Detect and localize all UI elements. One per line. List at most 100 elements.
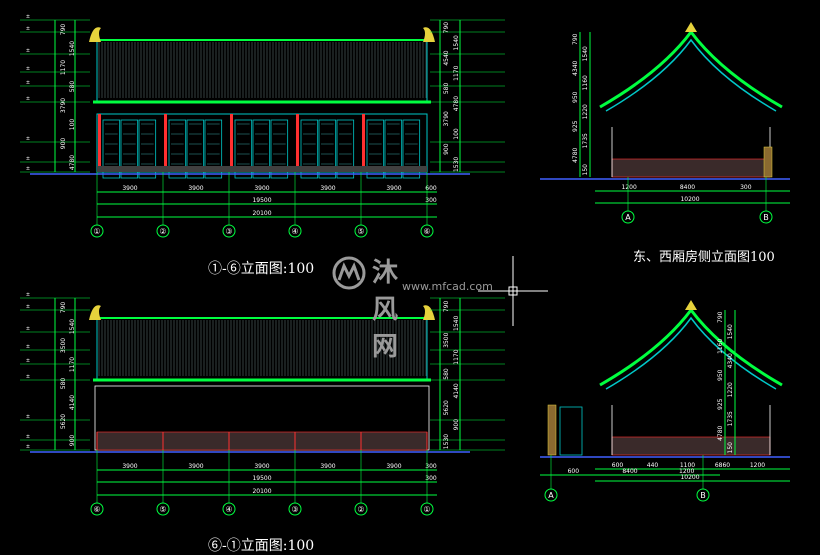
- front-elevation-span-4: 3900: [386, 185, 401, 192]
- rear-elevation-right-dim-3: 1170: [453, 349, 460, 364]
- rear-elevation-axis-1-circle: [156, 502, 170, 516]
- front-elevation-left-dim-3: 580: [69, 81, 76, 93]
- side-elevation-bottom-span-4: 1200: [750, 462, 765, 469]
- side-elevation-bottom-gate: [559, 406, 583, 456]
- rear-elevation-axis-2-label: ④: [225, 505, 232, 514]
- front-elevation-left-dim-4: 3790: [60, 98, 67, 113]
- front-elevation-axis-2-circle: [222, 224, 236, 238]
- watermark-brand: 沐风网: [372, 258, 401, 362]
- side-elevation-title: 东、西厢房侧立面图100: [633, 250, 775, 265]
- side-elevation-top-apex-ornament: [685, 22, 697, 32]
- side-elevation-bottom-pillar: [547, 404, 557, 456]
- front-elevation-level-text: ±: [26, 96, 30, 102]
- front-elevation-axis-3-label: ④: [291, 227, 298, 236]
- side-elevation-top-dim-6: 925: [572, 120, 579, 132]
- rear-elevation-axis-4-circle: [354, 502, 368, 516]
- rear-elevation-end-dim: 300: [425, 463, 437, 470]
- side-elevation-bottom-roof-curve: [599, 307, 783, 387]
- rear-elevation-plinth: [96, 431, 428, 451]
- rear-elevation-axis-0-circle: [90, 502, 104, 516]
- side-elevation-top-axis-0-label: A: [625, 213, 631, 222]
- front-elevation-door-panel: [252, 119, 271, 179]
- rear-elevation-axis-3-label: ③: [291, 505, 298, 514]
- side-elevation-bottom-axis-0-label: A: [548, 491, 554, 500]
- rear-elevation-right-dim-5: 4140: [453, 383, 460, 398]
- rear-elevation-right-dim-6: 5620: [443, 400, 450, 415]
- front-elevation-right-dim-0: 790: [443, 22, 450, 34]
- side-elevation-top-plinth: [611, 158, 771, 178]
- front-elevation-door-panel: [384, 119, 403, 179]
- rear-elevation-right-dim-0: 790: [443, 301, 450, 313]
- side-elevation-bottom-span-3: 6860: [715, 462, 730, 469]
- front-elevation-door-panel: [318, 119, 337, 179]
- rear-elevation-left-dim-0: 790: [60, 302, 67, 314]
- side-elevation-bottom-dim-0: 790: [717, 311, 724, 323]
- rear-elevation-ridge-ornament-left: [89, 305, 101, 320]
- front-elevation-left-dim-2: 1170: [60, 60, 67, 75]
- front-elevation-door-panel: [366, 119, 385, 179]
- front-elevation-level-text: ±: [26, 66, 30, 72]
- rear-elevation-axis-4-label: ②: [357, 505, 364, 514]
- front-elevation-level-text: ±: [26, 80, 30, 86]
- rear-elevation-level-text: ±: [26, 414, 30, 420]
- front-elevation-door-panel: [102, 119, 121, 179]
- side-elevation-bottom-dim-7: 1735: [727, 411, 734, 426]
- side-elevation-top-dim-8: 4780: [572, 147, 579, 162]
- rear-elevation-span-3: 3900: [320, 463, 335, 470]
- rear-elevation-roof: [89, 305, 435, 382]
- front-elevation-axis-1-circle: [156, 224, 170, 238]
- side-elevation-bottom-span2-0: 600: [568, 468, 580, 475]
- rear-elevation-sub-end: 300: [425, 475, 437, 482]
- front-elevation-door-panel: [204, 119, 223, 179]
- rear-elevation-span-4: 3900: [386, 463, 401, 470]
- rear-elevation-left-dim-2: 3500: [60, 338, 67, 353]
- rear-elevation-level-text: ±: [26, 434, 30, 440]
- side-elevation-top-dim-5: 1220: [582, 104, 589, 119]
- rear-elevation-subtotal: 19500: [252, 475, 271, 482]
- rear-elevation-level-text: ±: [26, 326, 30, 332]
- side-elevation-bottom-axis-1-circle: [696, 488, 710, 502]
- side-elevation-top-pillar: [763, 146, 773, 178]
- front-elevation-axis-2-label: ③: [225, 227, 232, 236]
- front-elevation-door-panel: [138, 119, 157, 179]
- front-elevation-level-text: ±: [26, 156, 30, 162]
- front-elevation-level-text: ±: [26, 166, 30, 172]
- side-elevation-top-span-0: 1200: [622, 184, 637, 191]
- side-elevation-bottom-dim-4: 950: [717, 369, 724, 381]
- side-elevation-bottom-span2-1: 8400: [622, 468, 637, 475]
- side-elevation-bottom-roof-inner-curve: [605, 316, 777, 390]
- rear-elevation-ridge-ornament-right: [423, 305, 435, 320]
- side-elevation-top-total: 10200: [680, 196, 699, 203]
- rear-elevation-left-dim-5: 4140: [69, 395, 76, 410]
- side-elevation-top-dim-9: 150: [582, 164, 589, 176]
- front-elevation-left-dim-6: 900: [60, 138, 67, 150]
- rear-elevation-right-dim-4: 580: [443, 368, 450, 380]
- front-elevation-axis-4-circle: [354, 224, 368, 238]
- front-elevation-span-2: 3900: [254, 185, 269, 192]
- front-elevation-roof-outline: [96, 39, 428, 103]
- front-elevation-door-panel: [402, 119, 421, 179]
- rear-elevation-axis-3-circle: [288, 502, 302, 516]
- front-elevation-end-dim: 600: [425, 185, 437, 192]
- side-elevation-bottom-axis-0-circle: [544, 488, 558, 502]
- front-elevation-sub-end: 300: [425, 197, 437, 204]
- front-elevation-column: [98, 114, 101, 172]
- front-elevation-title: ①-⑥立面图:100: [208, 261, 315, 277]
- front-elevation-door-panel: [120, 119, 139, 179]
- front-elevation-right-dim-9: 1530: [453, 157, 460, 172]
- rear-elevation-right-dim-8: 1530: [443, 434, 450, 449]
- side-elevation-bottom-span-0: 600: [612, 462, 624, 469]
- rear-elevation-left-dim-4: 580: [60, 378, 67, 390]
- front-elevation-door-panel: [300, 119, 319, 179]
- side-elevation-top-axis-1-circle: [759, 210, 773, 224]
- front-elevation-span-3: 3900: [320, 185, 335, 192]
- front-elevation-right-dim-6: 3790: [443, 111, 450, 126]
- side-elevation-top-axis-0-circle: [621, 210, 635, 224]
- side-elevation-top-span-1: 8400: [680, 184, 695, 191]
- front-elevation-axis-3-circle: [288, 224, 302, 238]
- front-elevation-span-0: 3900: [122, 185, 137, 192]
- front-elevation-right-dim-8: 900: [443, 143, 450, 155]
- front-elevation-right-dim-2: 4540: [443, 50, 450, 65]
- front-elevation-door-panel: [270, 119, 289, 179]
